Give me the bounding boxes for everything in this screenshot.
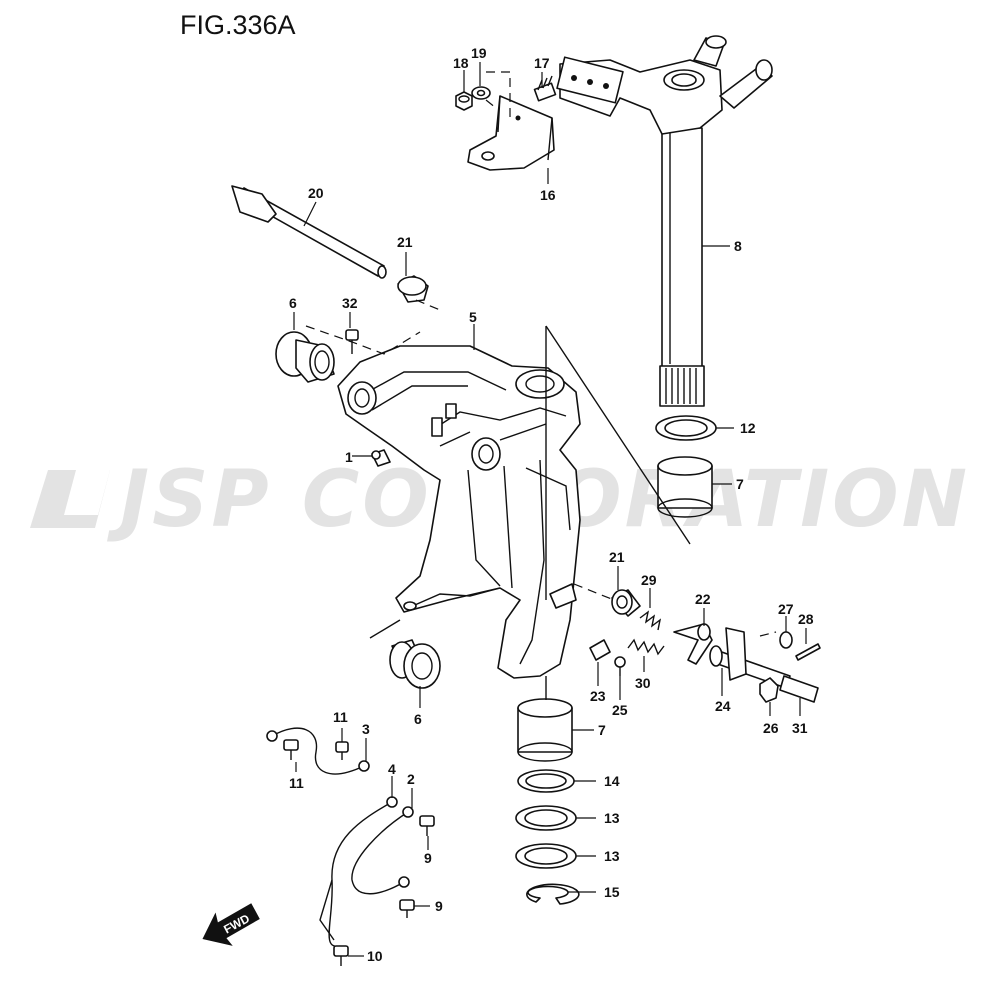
grease-nipple-1-part [371,449,391,467]
callout-8: 8 [734,238,742,254]
callout-2: 2 [407,771,415,787]
bushing-21-upper-part [397,275,429,303]
washer-14-part [517,769,575,793]
callout-13-upper: 13 [604,810,620,826]
spring-30-part [627,638,665,656]
callout-27: 27 [778,601,794,617]
callout-28: 28 [798,611,814,627]
spring-29-part [639,610,662,631]
callout-23: 23 [590,688,606,704]
fwd-arrow-icon: FWD [202,903,260,946]
bolt-32-part [345,329,359,354]
callout-22: 22 [695,591,711,607]
washer-12-part [655,415,717,441]
callout-10: 10 [367,948,383,964]
shim-13-upper-part [515,805,577,831]
steering-shaft-part [556,35,773,407]
ground-wire-4-part [319,796,414,947]
bolt-9-upper-part [419,815,435,836]
bushing-6-upper-part [275,331,335,383]
cotter-pin-28-part [795,643,821,661]
bolt-10-part [333,945,349,966]
nut-26-part [759,677,779,703]
nut-18-part [455,91,473,111]
circlip-15-part [526,883,580,905]
bolt-9-lower-part [399,899,415,918]
callout-31: 31 [792,720,808,736]
knob-31-part [779,675,819,703]
washer-27-part [779,631,793,649]
callout-25: 25 [612,702,628,718]
callout-9-upper: 9 [424,850,432,866]
callout-labels: 1 2 3 4 5 6 6 7 7 8 9 9 10 11 11 12 13 1… [289,45,814,964]
callout-16: 16 [540,187,556,203]
callout-32: 32 [342,295,358,311]
figure-title: FIG.336A [180,10,296,40]
callout-4: 4 [388,761,396,777]
screw-25-part [614,656,626,676]
callout-12: 12 [740,420,756,436]
callout-7-lower: 7 [598,722,606,738]
washer-19-part [471,86,491,100]
ground-wire-3-part [266,727,370,775]
shim-13-lower-part [515,843,577,869]
callout-19: 19 [471,45,487,61]
callout-18: 18 [453,55,469,71]
bolt-17-part [533,75,557,102]
callout-6-upper: 6 [289,295,297,311]
callout-17: 17 [534,55,550,71]
assembly-lines [305,299,777,700]
callout-7-upper: 7 [736,476,744,492]
plate-23-part [589,639,611,661]
bushing-7-upper-part [657,456,713,518]
callout-1: 1 [345,449,353,465]
callout-24: 24 [715,698,731,714]
callout-11-right: 11 [333,709,348,725]
callout-15: 15 [604,884,620,900]
callout-29: 29 [641,572,657,588]
callout-11-left: 11 [289,775,304,791]
pin-20-part [231,185,387,279]
callout-3: 3 [362,721,370,737]
callout-26: 26 [763,720,779,736]
callout-5: 5 [469,309,477,325]
callout-13-lower: 13 [604,848,620,864]
lever-22-part [673,623,713,665]
bolt-11-left-part [283,739,299,760]
callout-21-upper: 21 [397,234,413,250]
bushing-7-lower-part [517,698,573,762]
callout-30: 30 [635,675,651,691]
bolt-11-right-part [335,741,349,760]
callout-9-lower: 9 [435,898,443,914]
swivel-bracket-part [337,345,581,679]
bushing-6-lower-part [389,639,441,689]
bracket-part [467,95,555,171]
callout-14: 14 [604,773,620,789]
leader-lines [293,62,807,957]
callout-20: 20 [308,185,324,201]
callout-6-lower: 6 [414,711,422,727]
bushing-21-lower-part [611,589,641,617]
callout-21-lower: 21 [609,549,625,565]
